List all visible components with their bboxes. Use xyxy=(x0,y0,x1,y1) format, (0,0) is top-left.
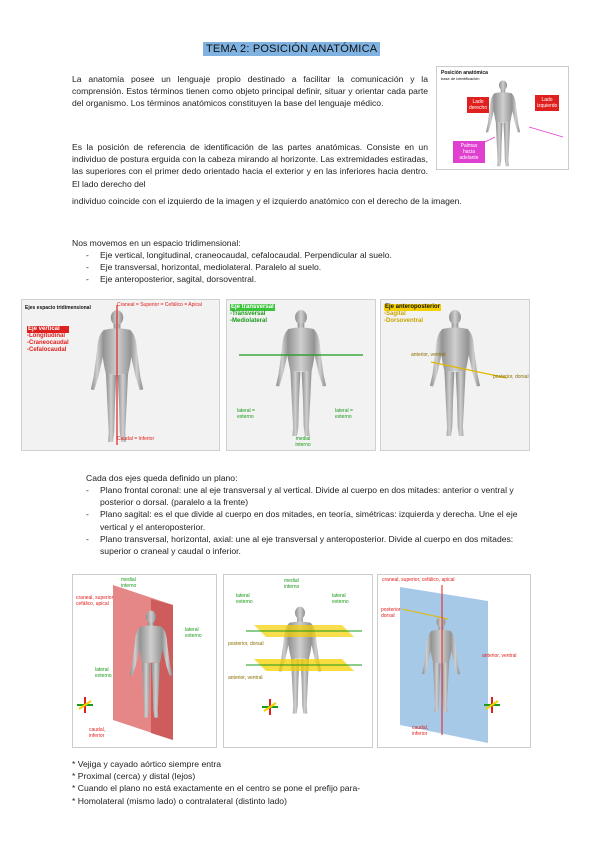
anteroposterior-axis-line xyxy=(430,361,508,379)
label-lateral-left: lateral externo xyxy=(236,593,253,605)
figure-caption: Posición anatómica xyxy=(441,70,488,76)
note-item: * Homolateral (mismo lado) o contralater… xyxy=(72,795,287,806)
label-lateral-right: lateral externo xyxy=(332,593,349,605)
label-posterior: posterior dorsal xyxy=(381,607,401,619)
term-transverse: -Transversal xyxy=(230,311,266,317)
axes-cross-icon xyxy=(484,697,500,713)
axes-item: Eje transversal, horizontal, mediolatera… xyxy=(72,261,532,273)
term-vertical: Eje vertical xyxy=(27,326,69,333)
term-sagital: -Sagital xyxy=(384,311,406,317)
term-dorsoventral: -Dorsoventral xyxy=(384,318,424,324)
planes-list: Plano frontal coronal: une al eje transv… xyxy=(72,484,530,557)
transverse-plane-figure: medial interno lateral externo lateral e… xyxy=(223,574,373,748)
reference-paragraph-part2: individuo coincide con el izquierdo de l… xyxy=(72,196,462,206)
figure-subcaption: base de identificación xyxy=(441,76,480,81)
label-anterior: anterior, ventral xyxy=(228,675,263,681)
label-posterior: posterior, dorsal xyxy=(493,374,529,380)
sagittal-plane-figure: craneal, superior, cefálico, apical post… xyxy=(377,574,531,748)
planes-intro: Cada dos ejes queda definido un plano: xyxy=(86,473,238,483)
axis-figure-heading: Ejes espacio tridimensional xyxy=(25,305,91,311)
label-lateral-left: lateral externo xyxy=(95,667,112,679)
intro-paragraph: La anatomía posee un lenguaje propio des… xyxy=(72,74,428,109)
sagittal-axis-lines xyxy=(401,585,449,735)
vertical-axis-figure: Ejes espacio tridimensional Craneal = Su… xyxy=(21,299,220,451)
term-craneocaudal: -Craneocaudal xyxy=(27,340,69,346)
label-medial: medial interno xyxy=(284,578,300,590)
axes-list: Eje vertical, longitudinal, craneocaudal… xyxy=(72,249,532,286)
frontal-plane-figure: medial interno craneal, superior cefálic… xyxy=(72,574,217,748)
planes-item: Plano sagital: es el que divide al cuerp… xyxy=(72,508,530,532)
label-left-side: Lado izquierdo xyxy=(535,95,559,111)
reference-paragraph-part1: Es la posición de referencia de identifi… xyxy=(72,142,428,189)
transverse-axis-line xyxy=(239,354,363,356)
label-caudal: caudal, inferior xyxy=(412,725,429,737)
transverse-plane xyxy=(246,625,362,671)
note-item: * Proximal (cerca) y distal (lejos) xyxy=(72,771,196,782)
label-anterior: anterior, ventral xyxy=(411,352,446,358)
human-figure xyxy=(129,610,173,718)
page-title: TEMA 2: POSICIÓN ANATÓMICA xyxy=(203,42,381,56)
label-caudal: Caudal = Inferior xyxy=(117,436,155,442)
anteroposterior-axis-terms: Eje anteroposterior -Sagital -Dorsoventr… xyxy=(384,304,442,325)
term-longitudinal: -Longitudinal xyxy=(27,333,65,339)
planes-item: Plano transversal, horizontal, axial: un… xyxy=(72,533,530,557)
term-anteroposterior: Eje anteroposterior xyxy=(384,304,442,311)
label-lateral-right: lateral = externo xyxy=(335,408,353,420)
label-cranial: craneal, superior, cefálico, apical xyxy=(382,577,455,583)
transverse-axis-figure: Eje transversal -Transversal -Mediolater… xyxy=(226,299,376,451)
notes: * Vejiga y cayado aórtico siempre entra … xyxy=(72,758,360,807)
transverse-axis-terms: Eje transversal -Transversal -Mediolater… xyxy=(230,304,275,325)
figure-arrows xyxy=(484,126,564,143)
axes-cross-icon xyxy=(262,699,278,715)
label-caudal: caudal, inferior xyxy=(89,727,106,739)
term-mediolateral: -Mediolateral xyxy=(230,318,268,324)
label-medial: medial interno xyxy=(121,577,137,589)
axes-cross-icon xyxy=(77,697,93,713)
planes-item: Plano frontal coronal: une al eje transv… xyxy=(72,484,530,508)
term-transverse-axis: Eje transversal xyxy=(230,304,275,311)
label-palms: Palmas hacia adelante xyxy=(453,141,485,163)
label-lateral-left: lateral = externo xyxy=(237,408,255,420)
vertical-axis-line xyxy=(116,305,118,445)
axes-item: Eje anteroposterior, sagital, dorsoventr… xyxy=(72,273,532,285)
label-cranial: craneal, superior cefálico, apical xyxy=(76,595,114,607)
label-medial: medial interno xyxy=(295,436,311,448)
note-item: * Cuando el plano no está exactamente en… xyxy=(72,783,361,794)
label-cranial: Craneal = Superior = Cefálico = Apical xyxy=(117,302,202,308)
vertical-axis-terms: Eje vertical -Longitudinal -Craneocaudal… xyxy=(27,326,69,354)
anatomical-position-figure: Posición anatómica base de identificació… xyxy=(436,66,569,170)
axes-intro: Nos movemos en un espacio tridimensional… xyxy=(72,238,241,248)
label-anterior: anterior, ventral xyxy=(482,653,517,659)
label-lateral-right: lateral externo xyxy=(185,627,202,639)
axes-item: Eje vertical, longitudinal, craneocaudal… xyxy=(72,249,532,261)
label-posterior: posterior, dorsal xyxy=(228,641,264,647)
anteroposterior-axis-figure: Eje anteroposterior -Sagital -Dorsoventr… xyxy=(380,299,530,451)
label-right-side: Lado derecho xyxy=(467,97,489,113)
term-cefalocaudal: -Cefalocaudal xyxy=(27,347,67,353)
note-item: * Vejiga y cayado aórtico siempre entra xyxy=(72,759,222,769)
